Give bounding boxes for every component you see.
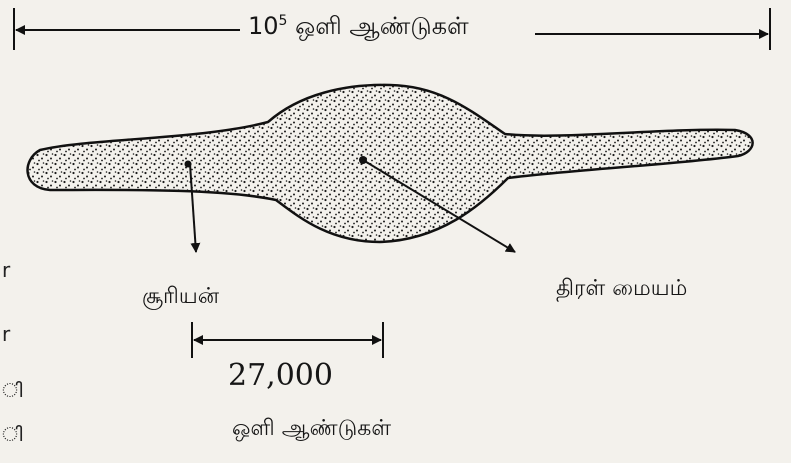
width-base: 10 <box>248 12 279 40</box>
edge-text-fragment: r <box>2 258 10 282</box>
edge-text-fragment: ി <box>2 378 22 402</box>
galaxy-body <box>28 85 753 242</box>
distance-unit: ஒளி ஆண்டுகள் <box>232 416 391 444</box>
width-exponent: 5 <box>279 13 288 29</box>
edge-text-fragment: r <box>2 322 10 346</box>
width-unit: ஒளி ஆண்டுகள் <box>295 12 469 40</box>
galaxy-width-label: 105 ஒளி ஆண்டுகள் <box>242 12 475 43</box>
sun-label: சூரியன் <box>142 284 219 312</box>
edge-text-fragment: ി <box>2 422 22 446</box>
distance-value: 27,000 <box>228 358 333 393</box>
core-label: திரள் மையம் <box>556 276 687 304</box>
